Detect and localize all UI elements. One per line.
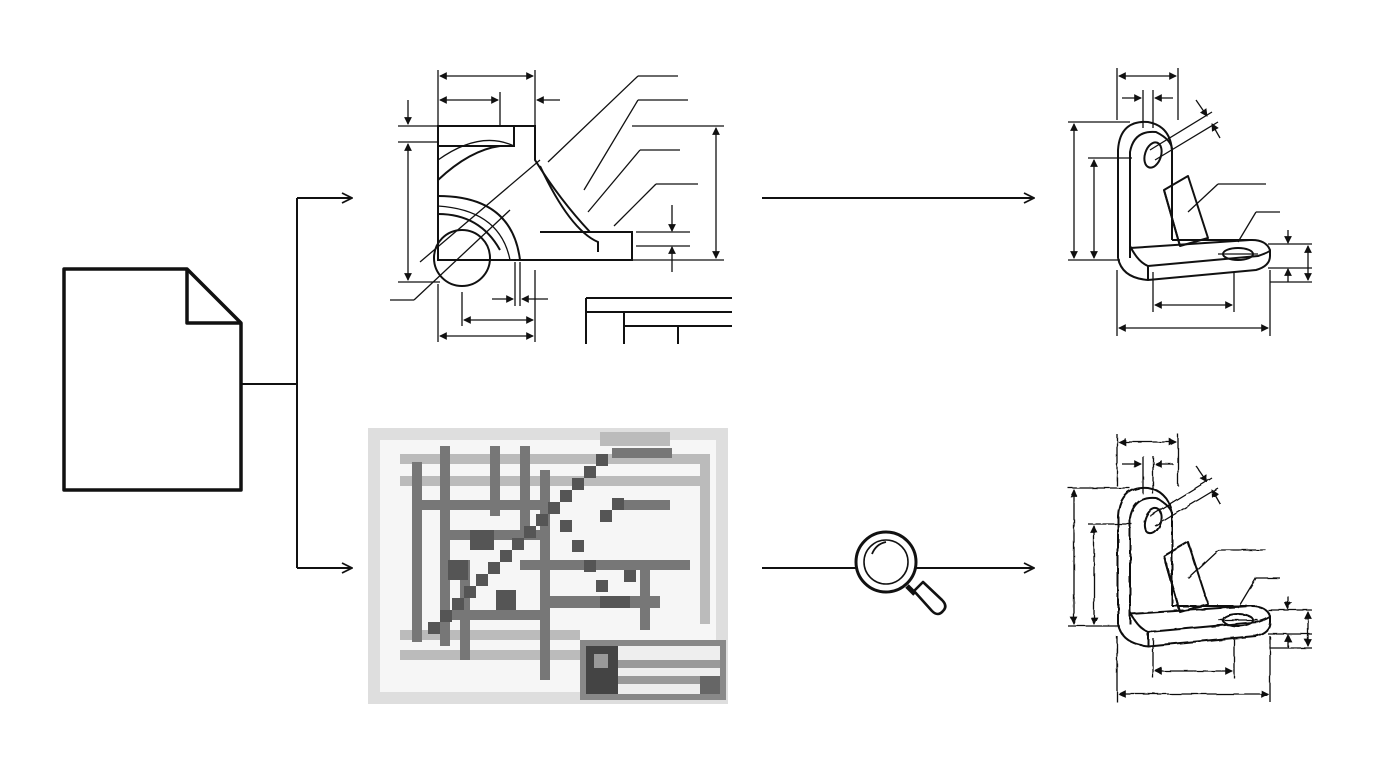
title-block [585,297,732,344]
document-icon [62,267,243,492]
pixelated-technical-drawing [368,428,728,704]
magnifier-icon [854,530,947,616]
branch-connector [241,198,352,568]
pixelated-title-block [580,640,726,700]
clean-isometric-bracket [1068,68,1312,336]
clean-technical-drawing [390,70,732,344]
sketchy-isometric-bracket [1068,434,1312,702]
